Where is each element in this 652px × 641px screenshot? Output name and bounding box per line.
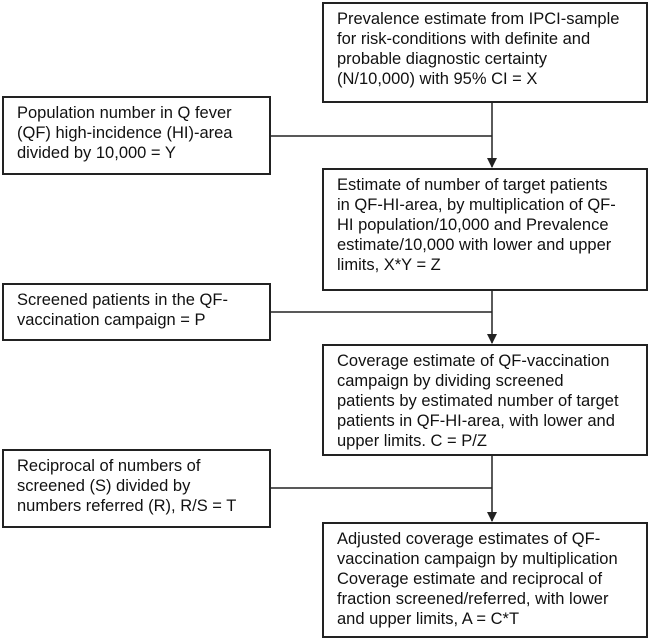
target-patients-box: Estimate of number of target patients in… xyxy=(322,168,648,291)
population-box: Population number in Q fever (QF) high-i… xyxy=(2,96,271,175)
coverage-box: Coverage estimate of QF-vaccination camp… xyxy=(322,344,648,456)
prevalence-box: Prevalence estimate from IPCI-sample for… xyxy=(322,2,648,103)
screened-box: Screened patients in the QF- vaccination… xyxy=(2,283,271,341)
adjusted-box: Adjusted coverage estimates of QF- vacci… xyxy=(322,522,648,638)
reciprocal-box: Reciprocal of numbers of screened (S) di… xyxy=(2,449,271,528)
